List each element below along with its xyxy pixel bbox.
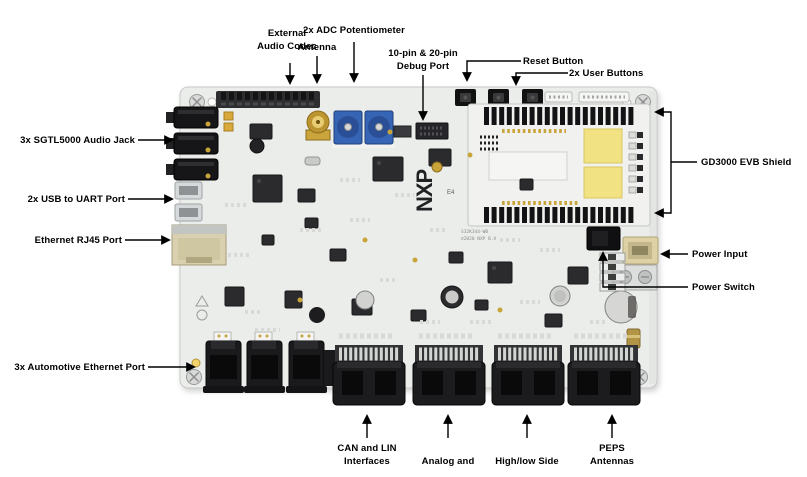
callout-label-analog-digital-inputs: Analog and Digital Inputs — [398, 442, 498, 477]
driver-output-connector — [491, 333, 565, 406]
label-line: High/low Side — [495, 456, 559, 467]
callout-label-usb-uart: 2x USB to UART Port — [27, 194, 125, 205]
rev-mark: E4 — [447, 190, 455, 196]
silkscreen-outline — [488, 151, 568, 181]
part-number: S32K344-WB — [461, 229, 488, 235]
automotive-ethernet-connector — [203, 331, 244, 393]
callout-label-adc-potentiometer: 2x ADC Potentiometer — [303, 25, 405, 36]
reset-button-component — [455, 89, 476, 106]
capacitors-and-round-parts — [249, 138, 641, 349]
rj45-port — [171, 224, 227, 266]
test-points — [297, 129, 503, 313]
automotive-ethernet-connector — [286, 331, 327, 393]
adc-potentiometer — [332, 110, 364, 148]
callout-bracket-gd3000 — [654, 107, 672, 218]
automotive-ethernet-connector — [244, 331, 285, 393]
white-header-connectors — [544, 91, 630, 103]
nxp-logo: NXP — [412, 169, 437, 212]
audio-jack — [166, 106, 219, 129]
micro-usb-ports — [174, 181, 203, 222]
debug-port-connector — [393, 122, 449, 140]
analog-input-connector — [412, 333, 486, 406]
callout-label-gd3000-shield: GD3000 EVB Shield — [701, 157, 792, 168]
thermal-pad — [583, 166, 623, 199]
can-lin-connector — [332, 333, 406, 406]
callout-label-peps-antennas: PEPS Antennas — [589, 443, 635, 467]
callout-label-power-input: Power Input — [692, 249, 748, 260]
automotive-ethernet-connectors — [203, 331, 336, 393]
callout-label-audio-jack: 3x SGTL5000 Audio Jack — [20, 135, 135, 146]
audio-jacks — [166, 106, 219, 181]
label-line: Analog and — [421, 456, 475, 467]
push-buttons — [455, 89, 543, 106]
callout-label-reset-button: Reset Button — [523, 56, 584, 67]
power-switch-component — [586, 226, 621, 251]
thermal-pad — [583, 128, 623, 164]
micro-usb-port — [174, 203, 203, 222]
callout-label-external-audio-codec: External Audio Codec — [257, 28, 317, 52]
callout-label-can-lin: CAN and LIN Interfaces — [337, 443, 397, 467]
callout-arrow-reset-button — [462, 60, 521, 82]
power-input-connector — [622, 236, 659, 265]
adc-potentiometer — [363, 110, 395, 148]
callout-label-user-buttons: 2x User Buttons — [569, 68, 644, 79]
micro-usb-port — [174, 181, 203, 200]
gold-pads — [223, 111, 234, 132]
copyright-text: ©2020 NXP B.V — [461, 236, 497, 242]
gd3000-shield-board — [467, 103, 651, 227]
shield-resistor-column — [628, 131, 643, 194]
callout-arrow-power-switch — [598, 251, 688, 288]
user-button-component — [488, 89, 509, 106]
callout-label-power-switch: Power Switch — [692, 282, 755, 293]
audio-jack — [166, 158, 219, 181]
callout-label-antenna: Antenna — [297, 42, 337, 53]
callout-arrow-user-buttons — [511, 72, 568, 86]
callout-label-ethernet-rj45: Ethernet RJ45 Port — [34, 235, 122, 246]
callout-label-highlow-driver-outputs: High/low Side Driver Outputs — [477, 442, 577, 477]
callout-arrows — [125, 42, 697, 438]
audio-codec-header — [216, 91, 320, 108]
bottom-io-connectors — [332, 333, 641, 406]
ic-chips — [224, 123, 589, 328]
callout-label-debug-port: 10-pin & 20-pin Debug Port — [388, 48, 458, 72]
peps-connector — [567, 333, 641, 406]
passive-components — [225, 178, 606, 332]
antenna-sma-connector — [305, 110, 331, 141]
user-button-component — [522, 89, 543, 106]
audio-jack — [166, 132, 219, 155]
callout-label-automotive-ethernet: 3x Automotive Ethernet Port — [14, 362, 145, 373]
silkscreen-symbols — [195, 295, 209, 321]
adc-potentiometers — [332, 110, 395, 148]
